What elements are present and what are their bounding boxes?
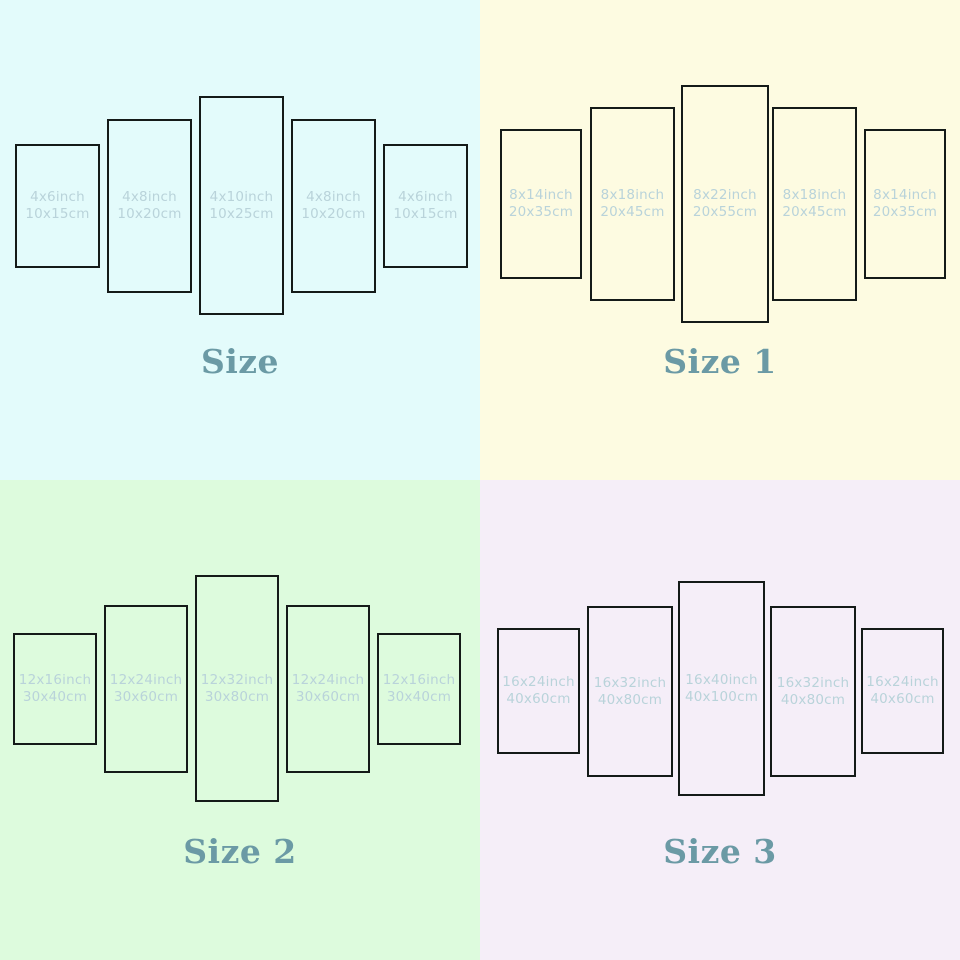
frame-size-inches: 4x6inch	[30, 189, 85, 205]
frame-size-centimeters: 40x60cm	[870, 691, 935, 707]
frame-size-inches: 8x22inch	[693, 187, 757, 203]
frame-size-centimeters: 10x20cm	[301, 206, 366, 222]
frame-size-centimeters: 10x20cm	[117, 206, 182, 222]
frame-size-centimeters: 30x60cm	[113, 689, 179, 705]
frame-size-centimeters: 30x80cm	[204, 688, 270, 705]
frame-size-centimeters: 40x100cm	[684, 688, 759, 705]
frame-size-centimeters: 20x45cm	[600, 204, 665, 220]
frame-size-inches: 12x24inch	[291, 672, 365, 688]
quadrant-title-1: Size 1	[663, 342, 777, 381]
quadrant-title-0: Size	[200, 342, 280, 381]
frame-size-inches: 16x32inch	[593, 674, 667, 691]
frame-size-inches: 8x14inch	[509, 187, 573, 203]
frame-size-centimeters: 30x40cm	[386, 689, 452, 705]
frame-size-inches: 12x24inch	[109, 672, 183, 688]
frame-size-inches: 4x8inch	[306, 189, 361, 205]
frame-size-centimeters: 20x45cm	[782, 204, 847, 220]
frame-size-inches: 12x16inch	[382, 672, 456, 688]
frame-size-inches: 16x24inch	[502, 674, 575, 690]
frame-size-inches: 4x10inch	[209, 188, 274, 205]
frame-size-inches: 16x24inch	[866, 674, 939, 690]
frame-size-centimeters: 20x35cm	[508, 204, 574, 220]
frame-size-centimeters: 40x80cm	[780, 691, 846, 708]
quadrant-title-2: Size 2	[183, 832, 297, 871]
frame-size-inches: 4x8inch	[122, 189, 177, 205]
frame-size-centimeters: 10x15cm	[393, 206, 458, 222]
frame-size-inches: 12x32inch	[200, 671, 274, 688]
frame-size-centimeters: 40x80cm	[597, 691, 663, 708]
frame-size-inches: 8x14inch	[873, 187, 937, 203]
frame-size-inches: 4x6inch	[398, 189, 453, 205]
frame-size-centimeters: 30x60cm	[295, 689, 361, 705]
frame-size-centimeters: 10x15cm	[25, 206, 90, 222]
frame-size-centimeters: 20x35cm	[872, 204, 938, 220]
quadrant-title-3: Size 3	[663, 832, 777, 871]
frame-size-inches: 16x40inch	[685, 671, 758, 688]
frame-size-centimeters: 40x60cm	[506, 691, 571, 707]
frame-size-inches: 12x16inch	[18, 672, 92, 688]
frame-size-centimeters: 20x55cm	[692, 204, 758, 220]
frame-size-centimeters: 30x40cm	[22, 689, 88, 705]
frame-size-centimeters: 10x25cm	[209, 205, 274, 222]
frame-size-inches: 16x32inch	[776, 674, 850, 691]
frame-size-inches: 8x18inch	[600, 187, 665, 203]
frame-size-inches: 8x18inch	[782, 187, 847, 203]
